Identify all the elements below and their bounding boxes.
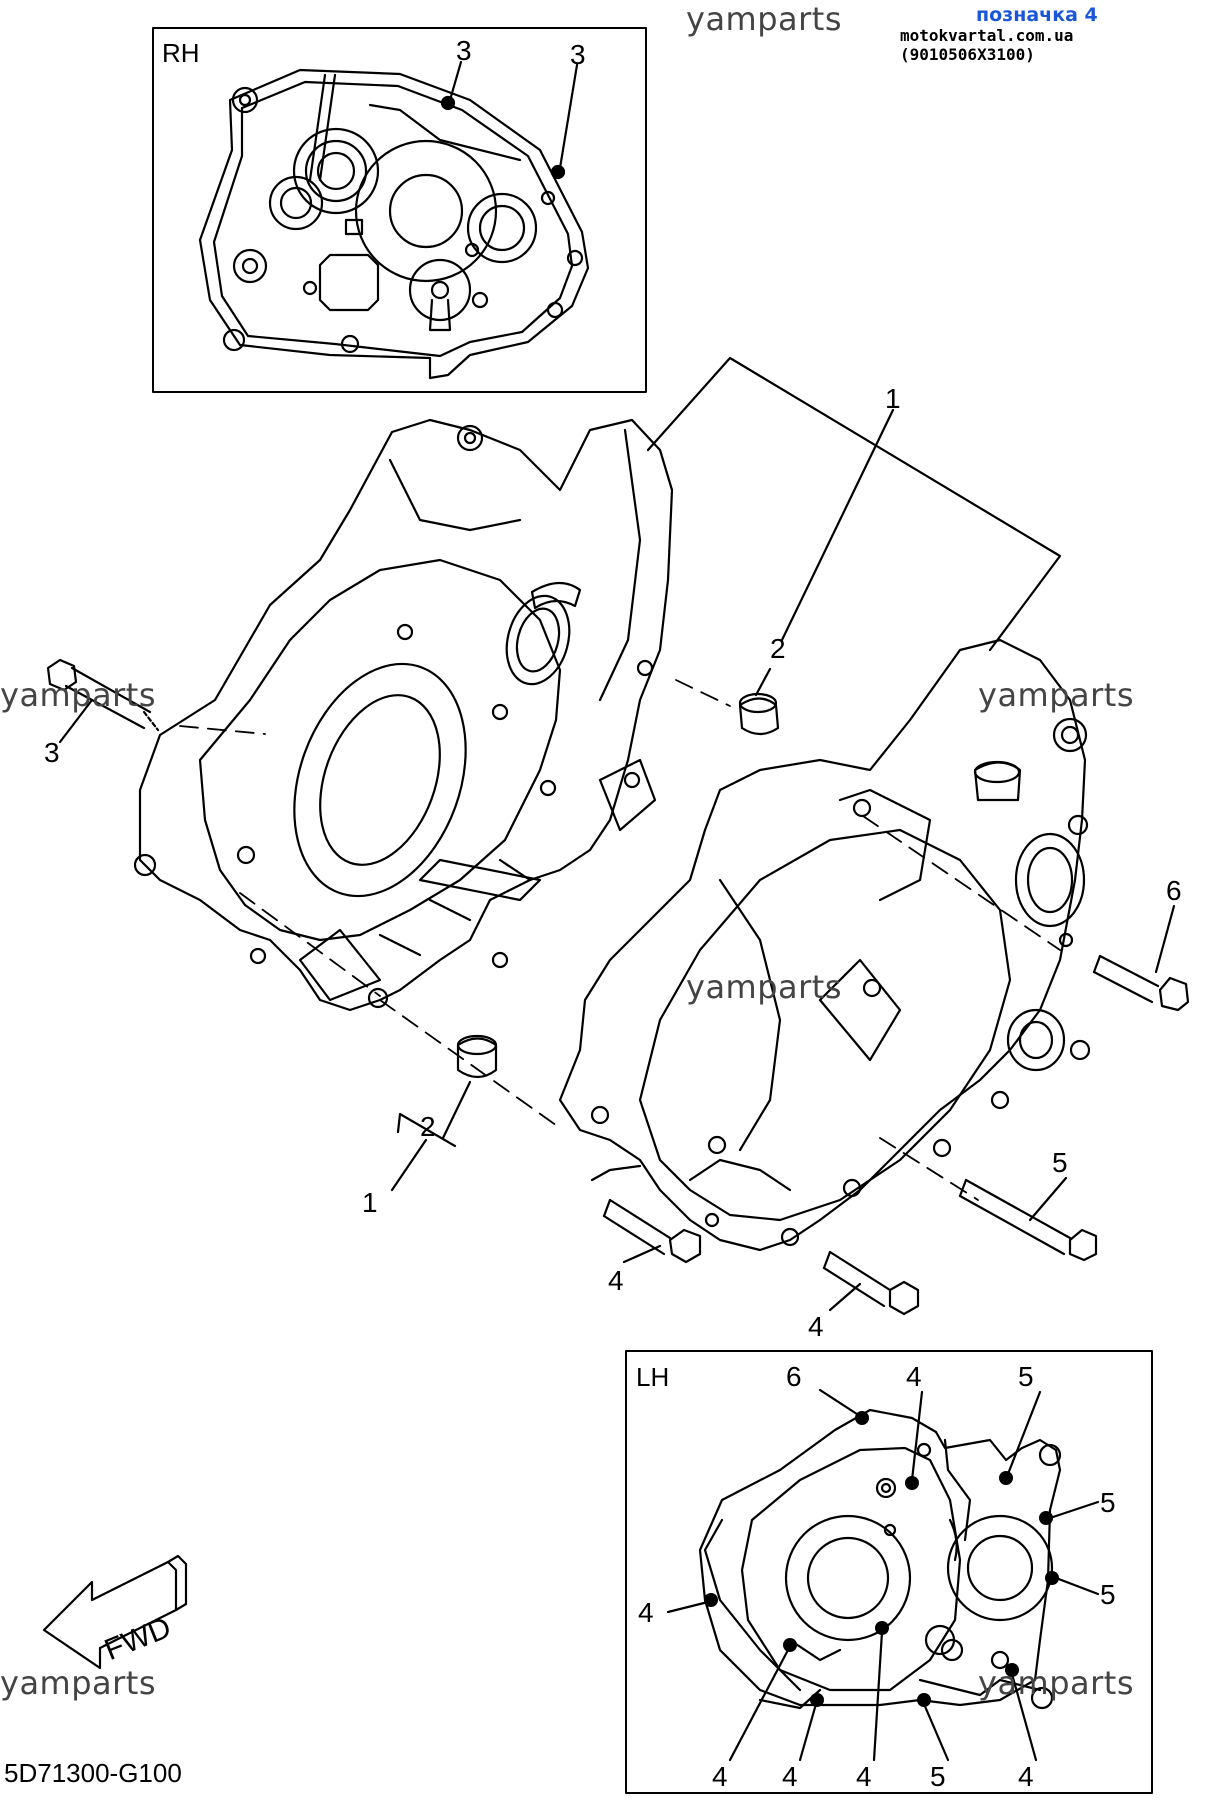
rh-inset-frame <box>152 27 647 393</box>
leader-1-top <box>780 408 895 642</box>
lh-callout-4-b1: 4 <box>712 1761 728 1792</box>
watermark-left: yamparts <box>0 676 157 714</box>
watermark-bottom-right: yamparts <box>978 1664 1135 1702</box>
callout-1-bottom: 1 <box>362 1187 378 1218</box>
bracket-top <box>646 356 1062 652</box>
rh-label: RH <box>162 38 200 68</box>
bracket-bottom <box>396 1112 457 1148</box>
fwd-label: FWD <box>100 1611 176 1667</box>
callout-6-right: 6 <box>1166 875 1182 906</box>
crankcase-right-half <box>133 418 674 1012</box>
lh-callout-5-b4: 5 <box>930 1761 946 1792</box>
leader-1-bottom <box>390 1138 428 1192</box>
leader-2-top <box>754 667 772 697</box>
rh-case-drawing <box>198 68 590 380</box>
callout-2-top: 2 <box>770 633 786 664</box>
bolt-right-6 <box>1092 954 1190 1012</box>
lh-callout-6: 6 <box>786 1361 802 1392</box>
lh-callout-4-b3: 4 <box>856 1761 872 1792</box>
watermark-center: yamparts <box>686 968 843 1006</box>
source-label: motokvartal.com.ua (9010506X3100) <box>900 26 1074 64</box>
rh-leader-3a <box>448 60 463 102</box>
crankcase-left-half <box>558 638 1091 1252</box>
lh-callout-4-b5: 4 <box>1018 1761 1034 1792</box>
badge-label: позначка 4 <box>976 4 1098 26</box>
lh-callout-4-top: 4 <box>906 1361 922 1392</box>
lh-callout-5-right-a: 5 <box>1100 1487 1116 1518</box>
watermark-right: yamparts <box>978 676 1135 714</box>
callout-2-bottom: 2 <box>420 1111 436 1142</box>
callout-5-long: 5 <box>1052 1147 1068 1178</box>
lh-callout-4-left: 4 <box>638 1597 654 1628</box>
lh-callout-4-b2: 4 <box>782 1761 798 1792</box>
lh-callout-5-top: 5 <box>1018 1361 1034 1392</box>
bolt-long-5 <box>958 1178 1098 1262</box>
rh-callout-3b: 3 <box>570 39 586 70</box>
callout-4a: 4 <box>608 1265 624 1296</box>
lh-inset-frame <box>625 1350 1153 1794</box>
callout-4b: 4 <box>808 1311 824 1342</box>
dowel-bottom <box>456 1034 498 1079</box>
lh-callout-dots <box>704 1411 1059 1707</box>
rh-leader-3b <box>558 63 579 170</box>
callout-1-top: 1 <box>885 383 901 414</box>
watermark-bottom-left: yamparts <box>0 1664 157 1702</box>
lh-label: LH <box>636 1362 669 1392</box>
bolt-bottom-4b <box>822 1250 920 1316</box>
fwd-arrow <box>42 1554 188 1670</box>
bolt-bottom-4a <box>602 1198 702 1264</box>
callout-3-left: 3 <box>44 737 60 768</box>
dowel-top <box>738 692 780 736</box>
leader-2-bottom <box>441 1080 472 1140</box>
diagram-code: 5D71300-G100 <box>4 1758 182 1788</box>
rh-callout-3a: 3 <box>456 35 472 66</box>
lh-callout-5-right-b: 5 <box>1100 1579 1116 1610</box>
watermark-top: yamparts <box>686 0 843 38</box>
bolt-left-3 <box>46 658 160 732</box>
